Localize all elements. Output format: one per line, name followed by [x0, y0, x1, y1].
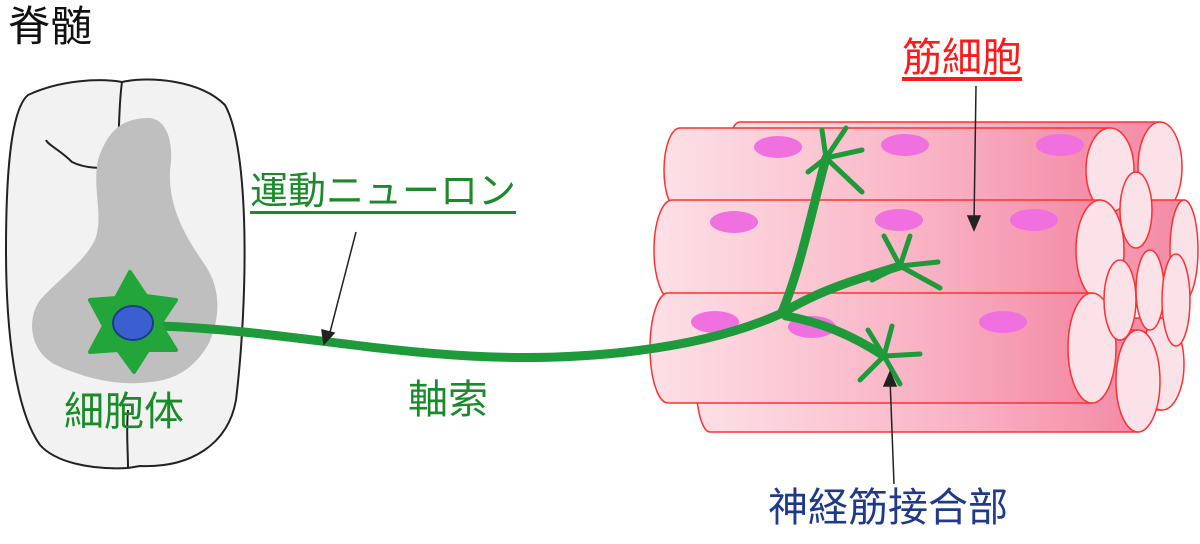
- motor-neuron-label: 運動ニューロン: [250, 169, 517, 213]
- muscle-cell-label: 筋細胞: [902, 35, 1022, 81]
- muscle-bundle: [649, 121, 1199, 433]
- cell-body-label: 細胞体: [64, 389, 184, 435]
- spinal-cord: [4, 78, 246, 470]
- gray-matter: [32, 118, 218, 384]
- axon-terminal: [869, 233, 943, 291]
- axon-terminal: [857, 323, 923, 387]
- axon-line: [155, 309, 785, 362]
- spinal-cord-fissure-bottom: [126, 409, 129, 469]
- muscle-fiber: [653, 199, 1125, 301]
- muscle-nucleus: [1010, 209, 1058, 231]
- spinal-cord-label: 脊髄: [8, 2, 93, 51]
- nmj-arrow: [889, 377, 895, 485]
- cell-nucleus: [112, 305, 154, 341]
- muscle-nucleus: [1036, 134, 1084, 156]
- pointer-arrows: [321, 85, 982, 485]
- muscle-fiber-end: [1161, 253, 1191, 347]
- muscle-nucleus: [691, 311, 739, 333]
- nmj-arrowhead: [882, 370, 898, 387]
- motor-neuron: [88, 125, 943, 387]
- muscle-fiber-end: [1135, 249, 1165, 331]
- motor-neuron-arrowhead: [321, 329, 336, 346]
- muscle-cell-arrowhead: [966, 215, 982, 232]
- muscle-nucleus: [979, 311, 1027, 333]
- muscle-nucleus: [875, 209, 923, 231]
- muscle-cell-arrow: [973, 85, 977, 225]
- axon-terminal: [805, 125, 865, 199]
- axon-branch-lower: [781, 311, 889, 361]
- muscle-nucleus: [881, 134, 929, 156]
- muscle-nucleus: [710, 211, 758, 233]
- muscle-fiber-end: [1119, 171, 1153, 249]
- neuromuscular-junction-label: 神経筋接合部: [768, 485, 1008, 531]
- axon-label: 軸索: [408, 377, 488, 423]
- muscle-fiber-end: [1103, 259, 1137, 341]
- motor-neuron-arrow: [327, 231, 357, 341]
- muscle-nucleus: [754, 136, 802, 158]
